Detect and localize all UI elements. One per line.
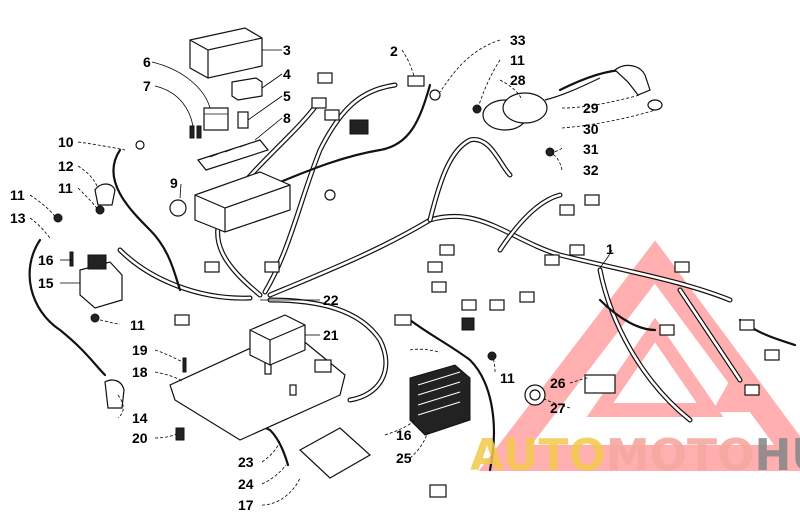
callout-30: 30: [583, 121, 599, 137]
callout-21: 21: [323, 327, 339, 343]
callout-18: 18: [132, 364, 148, 380]
plate-17: [298, 427, 372, 479]
voltage-regulator: [409, 364, 471, 436]
callout-11b: 11: [10, 187, 25, 203]
starter-solenoid: [79, 254, 123, 309]
relay-4: [231, 77, 263, 101]
grommet: [524, 374, 616, 406]
callout-10: 10: [58, 134, 74, 150]
fuse-strip: [196, 139, 270, 171]
callout-5: 5: [283, 88, 291, 104]
fuse-box: [169, 171, 291, 233]
watermark-text: AUTOMOTOHUB: [470, 430, 800, 481]
callout-14: 14: [132, 410, 148, 426]
callout-9: 9: [170, 175, 178, 191]
callout-26: 26: [550, 375, 566, 391]
leader-lines: [29, 39, 656, 506]
callout-1: 1: [606, 241, 614, 257]
svg-text:AUTOMOTOHUB: AUTOMOTOHUB: [470, 430, 800, 481]
callout-24: 24: [238, 476, 254, 492]
terminal-7: [189, 125, 202, 139]
callout-28: 28: [510, 72, 526, 88]
callout-11a: 11: [58, 180, 73, 196]
callout-labels: 1 2 3 4 5 6 7 8 9 10 11 11 11 11 11 12 1…: [10, 32, 614, 513]
terminal-boot-14: [104, 379, 125, 409]
callout-32: 32: [583, 162, 599, 178]
callout-23: 23: [238, 454, 254, 470]
callout-15: 15: [38, 275, 54, 291]
ignition-coil: [482, 77, 601, 131]
main-harness: [117, 82, 743, 423]
callout-27: 27: [550, 400, 566, 416]
callout-12: 12: [58, 158, 74, 174]
callout-29: 29: [583, 100, 599, 116]
callout-33: 33: [510, 32, 526, 48]
spark-plug-cap: [614, 64, 663, 111]
relay-box: [189, 27, 263, 79]
watermark-moto: MOTO: [606, 430, 755, 481]
callout-4: 4: [283, 66, 291, 82]
callout-3: 3: [283, 42, 291, 58]
relay-6: [203, 107, 229, 131]
callout-16b: 16: [396, 427, 412, 443]
block-5: [237, 111, 249, 129]
callout-16a: 16: [38, 252, 54, 268]
callout-2: 2: [390, 43, 398, 59]
callout-7: 7: [143, 78, 151, 94]
callout-6: 6: [143, 54, 151, 70]
callout-20: 20: [132, 430, 148, 446]
callout-13: 13: [10, 210, 26, 226]
callout-8: 8: [283, 110, 291, 126]
callout-11e: 11: [510, 52, 525, 68]
watermark-hub: HUB: [754, 430, 800, 481]
watermark-auto: AUTO: [470, 430, 606, 481]
watermark-logo: [478, 240, 800, 471]
callout-25: 25: [396, 450, 412, 466]
callout-17: 17: [238, 497, 254, 513]
callout-11d: 11: [500, 370, 515, 386]
callout-19: 19: [132, 342, 148, 358]
cdi-module: [249, 314, 306, 366]
callout-11c: 11: [130, 317, 145, 333]
connectors: [53, 72, 780, 498]
callout-31: 31: [583, 141, 599, 157]
callout-22: 22: [323, 292, 339, 308]
terminal-boot-12: [94, 183, 116, 206]
